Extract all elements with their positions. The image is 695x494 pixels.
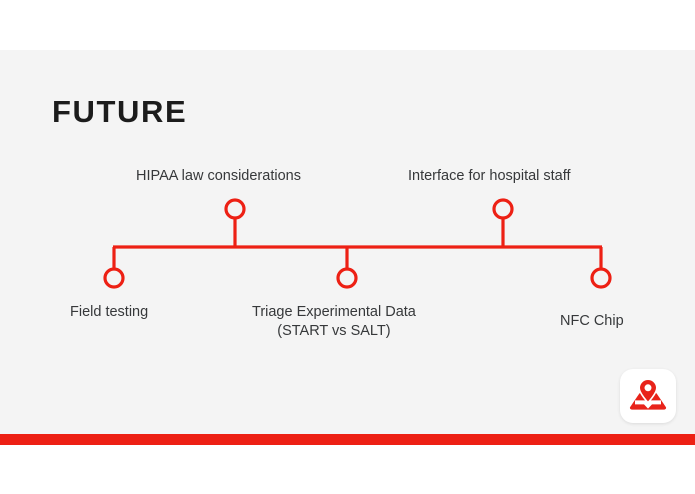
slide-content-panel xyxy=(0,50,695,435)
node-label-interface: Interface for hospital staff xyxy=(408,168,571,184)
node-label-triage: Triage Experimental Data (START vs SALT) xyxy=(252,303,416,341)
node-label-field-testing: Field testing xyxy=(70,304,149,320)
node-label-triage-line1: Triage Experimental Data xyxy=(252,304,416,320)
node-circle-interface xyxy=(492,198,514,220)
map-location-pin-icon xyxy=(629,378,667,410)
node-circle-triage xyxy=(336,267,358,289)
node-label-nfc-chip: NFC Chip xyxy=(560,313,624,329)
node-label-hipaa: HIPAA law considerations xyxy=(136,168,301,184)
bottom-accent-bar xyxy=(0,434,695,445)
node-circle-hipaa xyxy=(224,198,246,220)
node-circle-field-testing xyxy=(103,267,125,289)
app-logo-badge xyxy=(620,369,676,423)
node-label-triage-line2: (START vs SALT) xyxy=(277,323,391,339)
page-title: FUTURE xyxy=(52,94,188,129)
node-circle-nfc-chip xyxy=(590,267,612,289)
